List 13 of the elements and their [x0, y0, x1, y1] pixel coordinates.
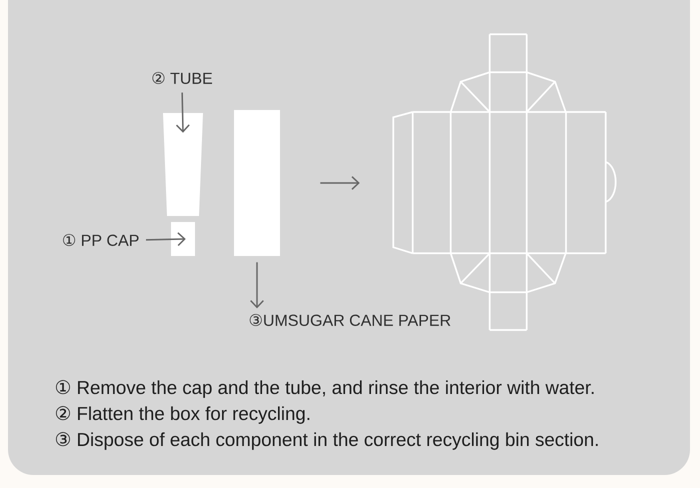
instruction-text: ② Flatten the box for recycling. [56, 406, 310, 424]
part-label: ③UMSUGAR CANE PAPER [250, 314, 450, 326]
part-label: ① PP CAP [63, 234, 139, 246]
arrow [320, 176, 360, 190]
arrow [146, 232, 186, 246]
instruction-text: ③ Dispose of each component in the correct recycling bin section. [56, 432, 598, 450]
instruction-text: ① Remove the cap and the tube, and rinse the interior with water. [56, 380, 594, 398]
box-net-drawing [392, 33, 617, 331]
part-label: ② TUBE [152, 72, 212, 84]
paper-sheet [234, 110, 280, 256]
arrow [250, 262, 264, 308]
cap-shape [171, 222, 195, 256]
arrow [176, 92, 190, 133]
